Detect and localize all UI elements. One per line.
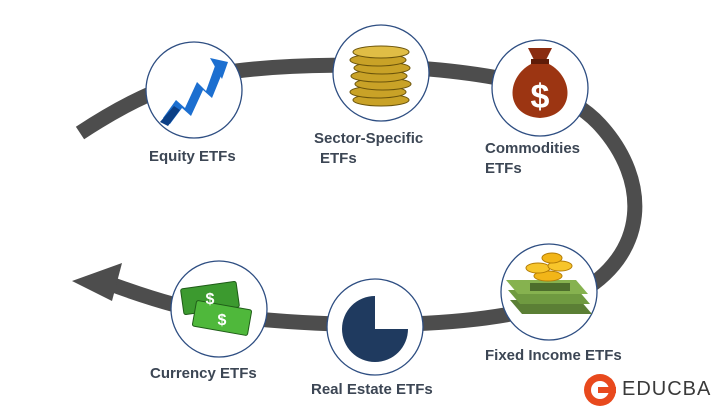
- currency-etfs-label: Currency ETFs: [150, 365, 257, 382]
- coin-stack-icon: [349, 45, 412, 107]
- real-estate-etfs-label: Real Estate ETFs: [311, 381, 433, 398]
- brand-name: EDUCBA: [622, 378, 712, 400]
- sector-specific-etfs-label-line2: ETFs: [320, 150, 357, 167]
- brand-logo: EDUCBA: [582, 372, 710, 408]
- svg-text:$: $: [206, 291, 215, 308]
- banknotes-icon: $ $: [180, 280, 253, 336]
- svg-text:$: $: [218, 312, 227, 329]
- cash-and-coins-icon: [506, 252, 592, 314]
- svg-text:$: $: [531, 78, 550, 116]
- trend-arrow-icon: [160, 58, 228, 126]
- educba-logo-icon: [584, 374, 616, 406]
- sector-specific-etfs-label: Sector-Specific: [314, 130, 424, 147]
- equity-etfs-label: Equity ETFs: [149, 148, 236, 165]
- pie-chart-icon: [342, 296, 408, 362]
- commodities-etfs-label: Commodities: [485, 140, 581, 157]
- fixed-income-etfs-label: Fixed Income ETFs: [485, 347, 622, 364]
- money-bag-icon: $: [512, 48, 568, 118]
- commodities-etfs-label-line2: ETFs: [485, 160, 522, 177]
- cycle-arrowhead: [72, 263, 122, 301]
